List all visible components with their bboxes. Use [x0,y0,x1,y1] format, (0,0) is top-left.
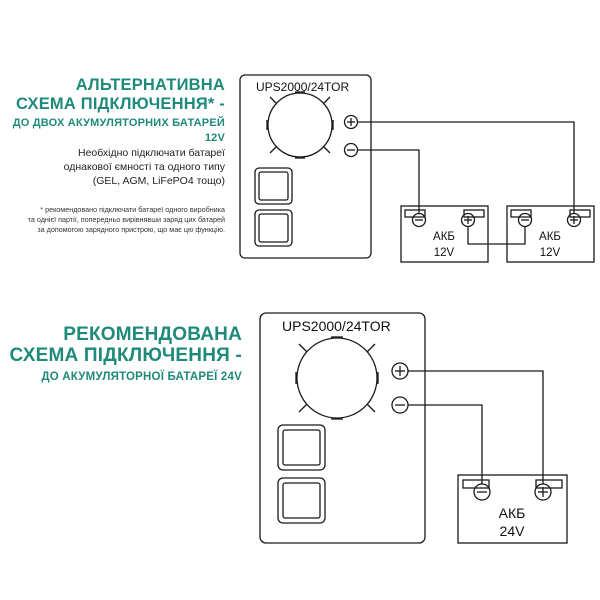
battery-requirement-note: Необхідно підключати батареї однакової є… [64,146,225,188]
heading-subline: ДО АКУМУЛЯТОРНОЇ БАТАРЕЇ 24V [41,371,242,383]
battery-voltage: 12V [540,247,561,259]
wire-positive [358,121,575,213]
battery-12v-right [506,205,595,263]
ups-body [239,74,372,259]
battery-positive-terminal [534,483,552,501]
footnote-line: * рекомендовано підключати батареї одног… [40,205,225,214]
wire-negative [358,149,420,213]
ups-socket-bottom-1 [277,424,326,471]
ups-socket-bottom-2 [277,477,326,524]
ups-unit-top [239,74,372,259]
note-line: Необхідно підключати батареї [78,147,225,159]
ups-socket-top-2 [254,209,293,247]
ups-positive-terminal-top [343,114,359,130]
ups-model-label-bottom: UPS2000/24TOR [282,318,391,334]
battery-12v-left [400,205,489,263]
note-line: (GEL, AGM, LiFePO4 тощо) [92,175,225,187]
ups-fan-top [266,91,334,159]
footnote: * рекомендовано підключати батареї одног… [28,205,225,235]
battery-voltage: 12V [434,247,455,259]
ups-fan-bottom [295,336,379,420]
battery-24v [457,474,568,544]
ups-body [259,312,426,544]
battery-voltage: 24V [500,523,526,539]
battery-negative-terminal [411,212,427,228]
heading-line: АЛЬТЕРНАТИВНА [75,76,225,94]
battery-positive-terminal [460,212,476,228]
heading-subline: ДО ДВОХ АКУМУЛЯТОРНИХ БАТАРЕЙ 12V [12,117,225,144]
battery-positive-terminal [566,212,582,228]
footnote-line: та однієї партії, попередньо вирівнявши … [27,215,225,224]
battery-label: АКБ [539,231,561,243]
wiring-bottom [408,370,544,484]
heading-line: СХЕМА ПІДКЛЮЧЕННЯ - [9,345,242,366]
note-line: однакової ємності та одного типу [63,161,225,173]
battery-body [457,474,568,544]
ups-negative-terminal-top [343,142,359,158]
ups-positive-terminal-bottom [391,362,409,380]
footnote-line: за допомогою зарядного пристрою, що має … [37,225,225,234]
battery-body [400,205,489,263]
ups-socket-top-1 [254,167,293,205]
battery-body [506,205,595,263]
battery-label: АКБ [499,505,526,521]
alternative-scheme-heading: АЛЬТЕРНАТИВНА СХЕМА ПІДКЛЮЧЕННЯ* - ДО ДВ… [0,76,225,146]
ups-model-label-top: UPS2000/24TOR [256,80,349,94]
ups-unit-bottom [259,312,426,544]
heading-line: СХЕМА ПІДКЛЮЧЕННЯ* - [16,95,225,113]
wire-negative [408,404,483,484]
wiring-top [358,121,575,245]
battery-negative-terminal [473,483,491,501]
wire-positive [408,370,544,484]
wire-series-link [467,227,526,245]
battery-label: АКБ [433,231,455,243]
ups-negative-terminal-bottom [391,396,409,414]
heading-line: РЕКОМЕНДОВАНА [63,324,242,345]
battery-negative-terminal [517,212,533,228]
recommended-scheme-heading: РЕКОМЕНДОВАНА СХЕМА ПІДКЛЮЧЕННЯ - ДО АКУ… [10,324,242,385]
